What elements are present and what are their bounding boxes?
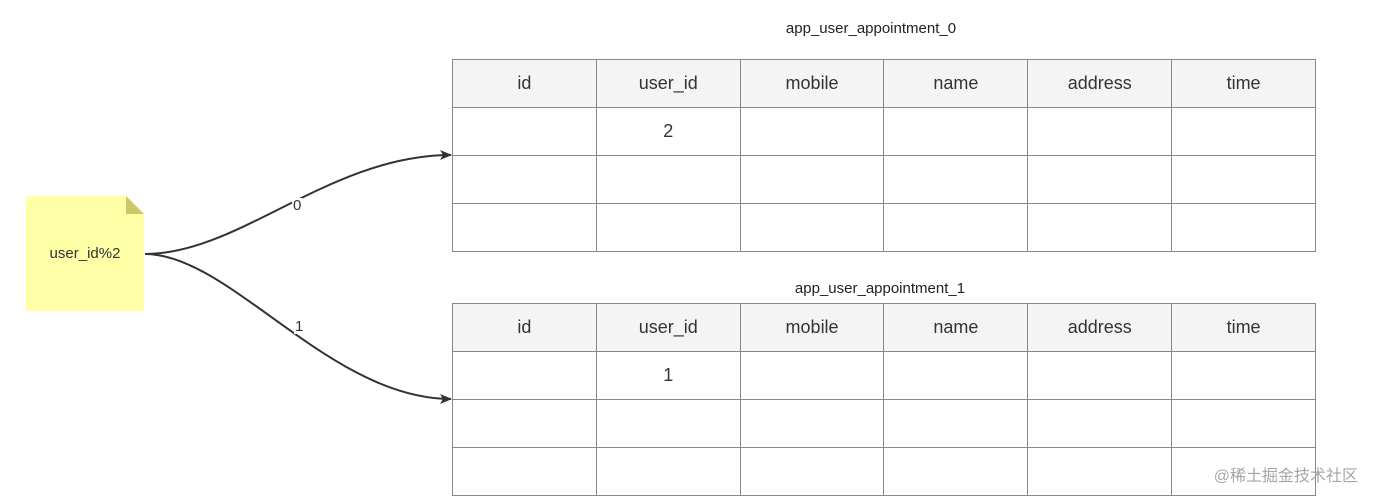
table-cell: [595, 447, 741, 496]
table-cell: [1171, 203, 1316, 252]
table-row: 2: [452, 107, 1316, 156]
edge-label-1: 1: [294, 318, 305, 335]
table-title-0: app_user_appointment_0: [785, 20, 957, 37]
column-header-name: name: [883, 303, 1029, 352]
table-title-1: app_user_appointment_1: [794, 280, 966, 297]
table-cell: [1027, 447, 1173, 496]
edge-0-line: [144, 150, 452, 255]
table-cell: [883, 351, 1029, 400]
table-cell: [1027, 107, 1173, 156]
table-cell: [1027, 155, 1173, 204]
table-cell: [1027, 399, 1173, 448]
sticky-note: [26, 196, 144, 311]
table-cell: [452, 107, 597, 156]
table-cell: [1027, 203, 1173, 252]
table-cell: [452, 155, 597, 204]
table-cell: [452, 203, 597, 252]
table-cell: 1: [595, 351, 741, 400]
table-cell: [739, 447, 885, 496]
table-cell: [883, 155, 1029, 204]
column-header-user-id: user_id: [595, 303, 741, 352]
table-cell: [595, 155, 741, 204]
column-header-id: id: [452, 59, 597, 108]
table-cell: [595, 203, 741, 252]
column-header-address: address: [1027, 59, 1173, 108]
table-cell: [739, 203, 885, 252]
db-table-0: id user_id mobile name address time 2: [452, 59, 1316, 252]
column-header-time: time: [1171, 303, 1316, 352]
table-cell: [1171, 351, 1316, 400]
edge-label-0: 0: [292, 197, 303, 214]
watermark: @稀土掘金技术社区: [1213, 468, 1358, 485]
column-header-mobile: mobile: [739, 303, 885, 352]
table-cell: [739, 107, 885, 156]
table-cell: [739, 399, 885, 448]
table-header-row: id user_id mobile name address time: [452, 303, 1316, 352]
table-cell: [452, 351, 597, 400]
table-row: [452, 203, 1316, 252]
table-cell: [1171, 447, 1316, 496]
table-cell: [883, 203, 1029, 252]
note-label: user_id%2: [49, 245, 121, 262]
table-row: [452, 155, 1316, 204]
table-cell: [595, 399, 741, 448]
table-cell: [1171, 107, 1316, 156]
table-header-row: id user_id mobile name address time: [452, 59, 1316, 108]
column-header-mobile: mobile: [739, 59, 885, 108]
column-header-address: address: [1027, 303, 1173, 352]
table-row: [452, 399, 1316, 448]
column-header-user-id: user_id: [595, 59, 741, 108]
table-cell: [452, 447, 597, 496]
column-header-id: id: [452, 303, 597, 352]
table-cell: [739, 155, 885, 204]
edge-1-line: [144, 253, 452, 404]
column-header-time: time: [1171, 59, 1316, 108]
table-cell: [1171, 399, 1316, 448]
table-cell: [452, 399, 597, 448]
column-header-name: name: [883, 59, 1029, 108]
table-row: 1: [452, 351, 1316, 400]
table-cell: [1171, 155, 1316, 204]
table-cell: [1027, 351, 1173, 400]
table-cell: [883, 399, 1029, 448]
table-cell: [883, 107, 1029, 156]
table-cell: 2: [595, 107, 741, 156]
table-row: [452, 447, 1316, 496]
table-cell: [883, 447, 1029, 496]
db-table-1: id user_id mobile name address time 1: [452, 303, 1316, 496]
table-cell: [739, 351, 885, 400]
